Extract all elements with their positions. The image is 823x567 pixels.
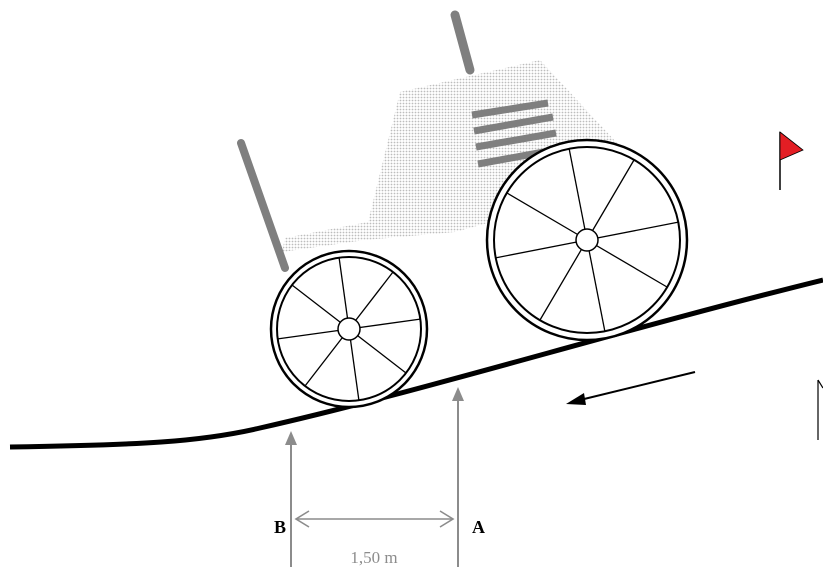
- support-arrow-a: [452, 387, 464, 567]
- small-wheel: [269, 249, 429, 409]
- motion-arrow: [566, 371, 696, 405]
- large-wheel: [485, 138, 689, 342]
- distance-label: 1,50 m: [350, 548, 397, 567]
- dimension-arrow: [294, 510, 455, 528]
- partial-flag: [817, 379, 823, 440]
- label-point-b: B: [274, 517, 286, 537]
- support-arrow-b: [285, 431, 297, 567]
- label-point-a: A: [472, 517, 485, 537]
- rear-handle: [237, 139, 289, 272]
- flag: [779, 131, 804, 190]
- ground-slope: [9, 277, 823, 450]
- grille-stripes: [471, 99, 561, 168]
- exhaust-pipe: [450, 10, 475, 75]
